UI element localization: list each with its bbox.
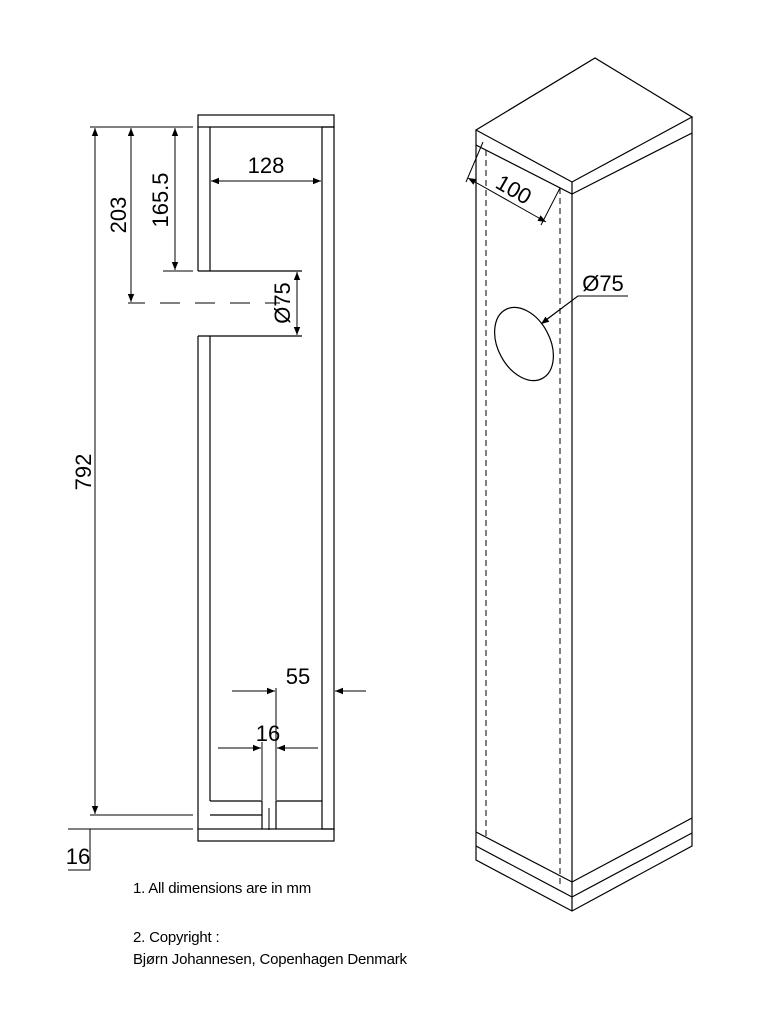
dim-75-section: Ø75 bbox=[270, 282, 295, 324]
port-tube bbox=[210, 270, 302, 337]
dim-128: 128 bbox=[248, 153, 285, 178]
dim-792: 792 bbox=[71, 454, 96, 491]
left-wall-lower bbox=[197, 335, 211, 829]
dim-16-port: 16 bbox=[256, 721, 280, 746]
note-dimensions: 1. All dimensions are in mm bbox=[133, 880, 312, 897]
bottom-board bbox=[197, 828, 335, 842]
iso-view: 100 Ø75 bbox=[465, 57, 694, 912]
note-copyright-label: 2. Copyright : bbox=[133, 929, 220, 946]
iso-dim-100: 100 bbox=[492, 169, 536, 209]
iso-dim-75: Ø75 bbox=[582, 271, 624, 296]
left-wall-upper bbox=[197, 127, 211, 272]
iso-port-hole bbox=[494, 306, 554, 382]
iso-leader-arrow bbox=[540, 295, 579, 325]
iso-body-edges bbox=[475, 133, 693, 897]
dim-16-board: 16 bbox=[66, 844, 90, 869]
ext-16-leader bbox=[68, 829, 91, 871]
section-view: 792 203 165.5 128 Ø75 55 16 16 bbox=[66, 114, 366, 871]
iso-top-face bbox=[474, 57, 694, 183]
dim-165-5: 165.5 bbox=[148, 172, 173, 227]
bottom-port bbox=[210, 800, 322, 829]
right-wall bbox=[321, 126, 335, 830]
note-copyright-holder: Bjørn Johannesen, Copenhagen Denmark bbox=[133, 951, 407, 968]
ext-55-16 bbox=[261, 688, 277, 800]
iso-leader-75 bbox=[542, 295, 628, 323]
dim-203: 203 bbox=[106, 197, 131, 234]
top-board bbox=[197, 114, 335, 128]
iso-dim-line-100 bbox=[467, 177, 547, 223]
dim-55: 55 bbox=[286, 664, 310, 689]
iso-bottom-cap bbox=[475, 817, 693, 912]
